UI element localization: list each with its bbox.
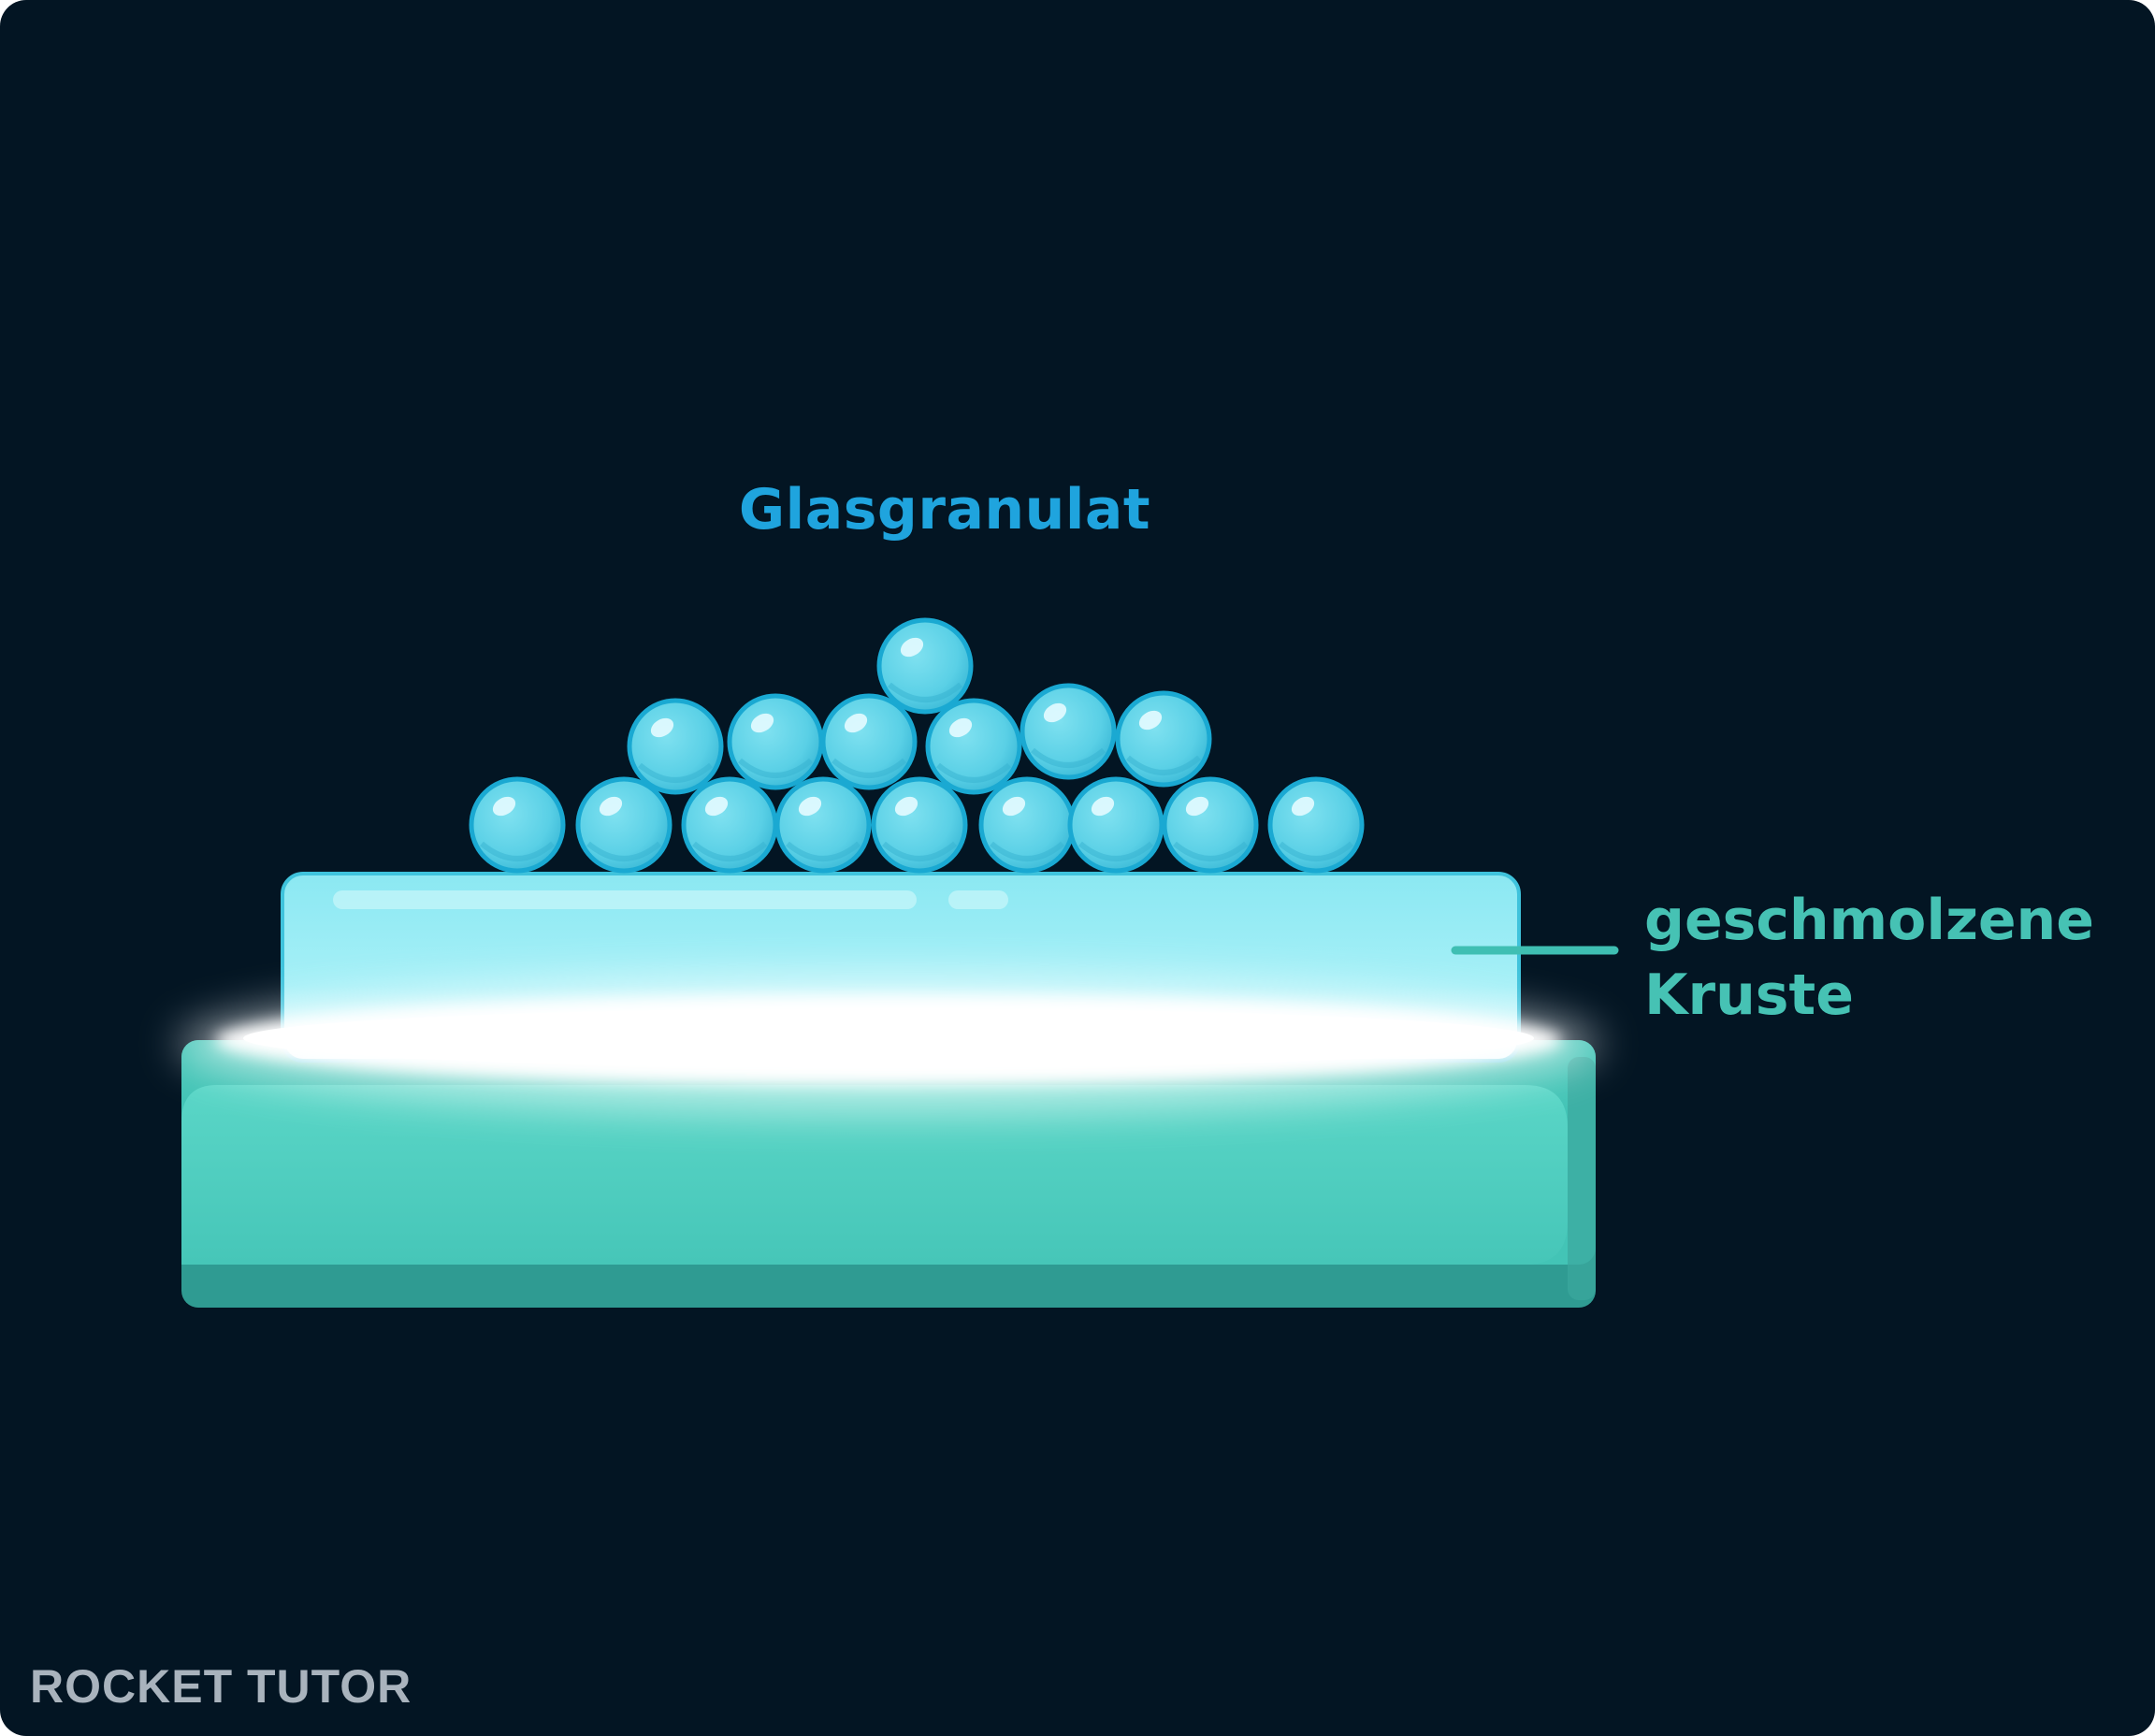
glass-granule xyxy=(469,776,566,874)
glass-granule xyxy=(978,776,1076,874)
glass-granule xyxy=(1162,776,1259,874)
glass-granule xyxy=(820,693,918,790)
glass-granule xyxy=(627,698,724,795)
logo-text: ROCKET TUTOR xyxy=(30,1660,412,1713)
rocket-tutor-logo: ROCKET TUTOR xyxy=(30,1659,412,1714)
glass-granule xyxy=(925,698,1022,795)
glass-granule xyxy=(1267,776,1365,874)
glass-granule xyxy=(774,776,872,874)
granulat-label: Glasgranulat xyxy=(738,477,1151,542)
glass-granule xyxy=(681,776,778,874)
glass-granule xyxy=(876,617,974,715)
glass-granule xyxy=(1067,776,1164,874)
glass-granule xyxy=(727,693,824,790)
crust-label: geschmolzene Kruste xyxy=(1644,883,2094,1033)
glass-granule xyxy=(871,776,968,874)
crust-label-line2: Kruste xyxy=(1644,962,1854,1028)
crust-label-line1: geschmolzene xyxy=(1644,888,2094,953)
glass-granule xyxy=(1115,690,1212,788)
glass-granule xyxy=(1020,683,1117,780)
melt-glow xyxy=(178,975,1599,1113)
glass-granule xyxy=(575,776,673,874)
glass-granules xyxy=(469,617,1365,874)
